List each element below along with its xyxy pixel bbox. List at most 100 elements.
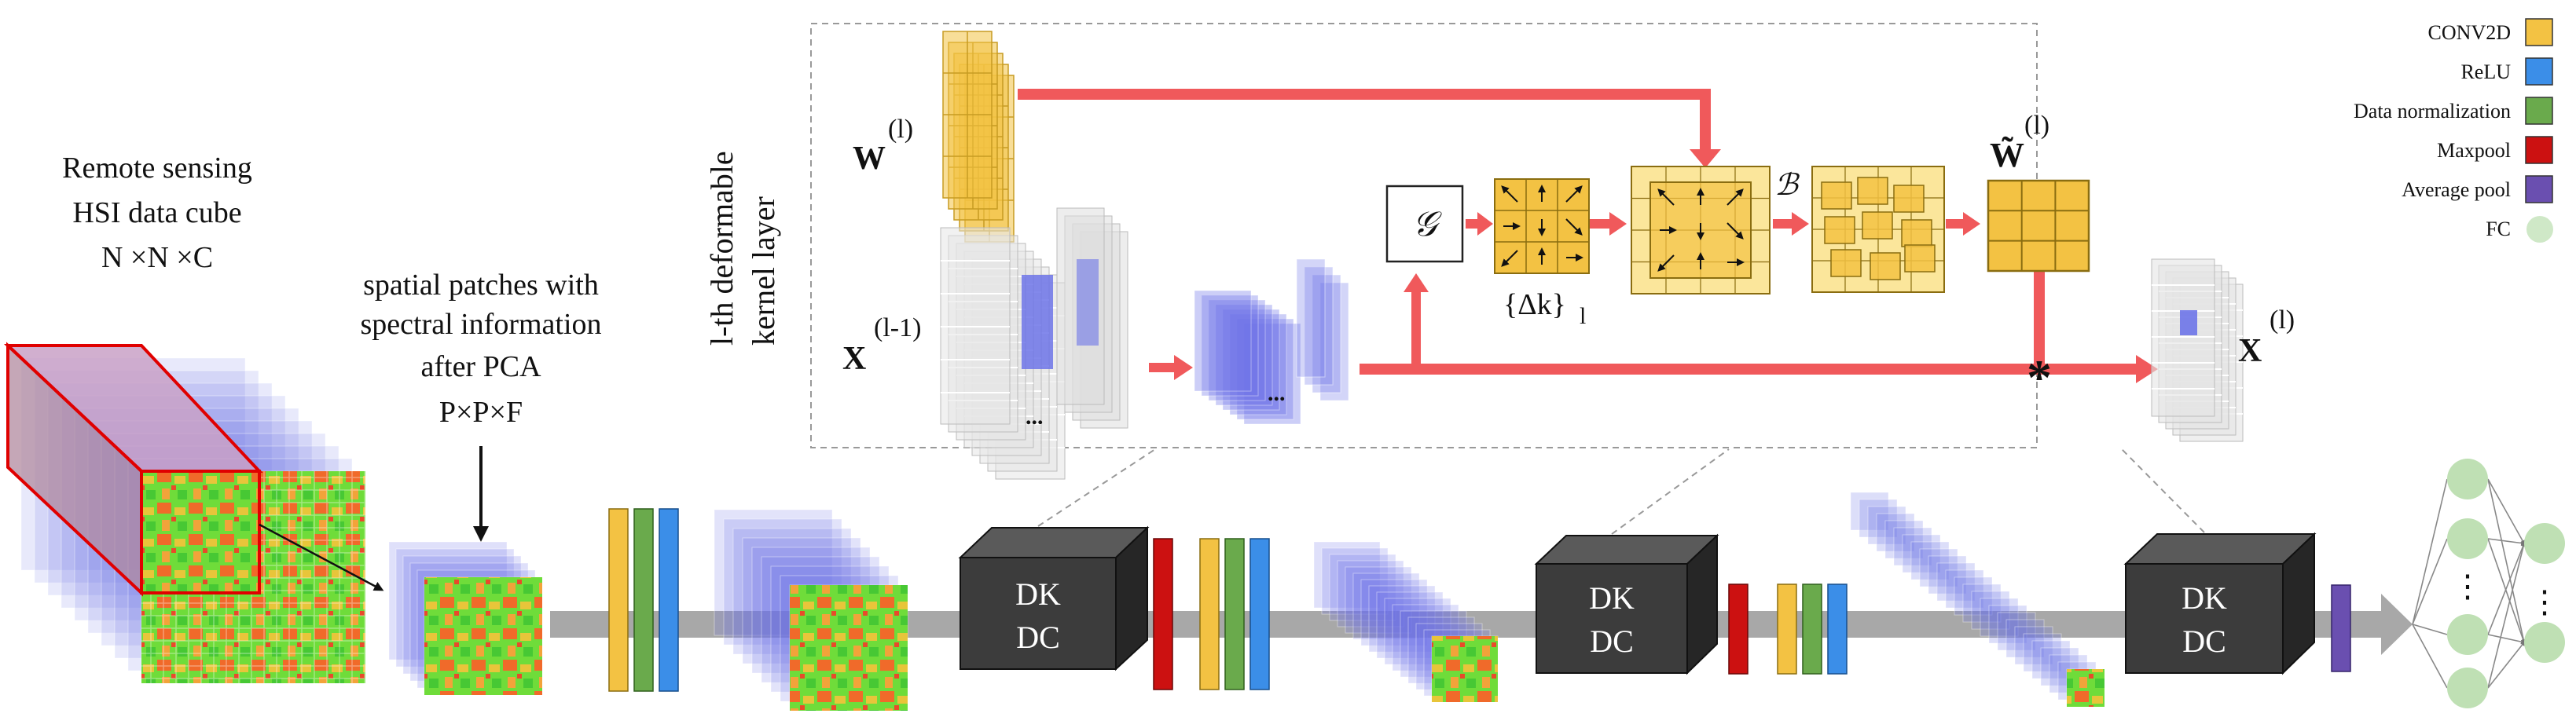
b-symbol: ℬ	[1774, 169, 1800, 202]
receptive-field-back	[1077, 259, 1099, 346]
hsi-title-line2: HSI data cube	[72, 196, 241, 229]
data-normalization-block	[1802, 583, 1822, 675]
legend-swatch	[2525, 136, 2553, 164]
relu-block	[1249, 538, 1270, 690]
fc-edge	[2412, 624, 2448, 635]
cube-layer	[1928, 555, 1967, 594]
mid-layer	[1215, 304, 1273, 406]
legend-label: Maxpool	[2437, 139, 2511, 162]
legend-swatch	[2525, 175, 2553, 203]
cube-layer	[1997, 612, 2036, 651]
patch-caption-line1: spatial patches with	[363, 269, 599, 302]
patch-extract-arrow	[259, 523, 384, 591]
cube-layer	[1360, 579, 1428, 646]
fully-connected-network	[2412, 459, 2565, 708]
deform-vector	[1727, 188, 1744, 206]
maxpool-block	[1153, 538, 1173, 690]
weight-kernel-stack	[942, 31, 1015, 243]
relu-block	[1827, 583, 1848, 675]
offset-vector	[1501, 185, 1518, 203]
fc-edge	[2412, 538, 2448, 625]
cube-layer	[1368, 585, 1436, 653]
dkdc-block-1: DK DC	[958, 525, 1150, 671]
cube-layer	[1980, 598, 2019, 637]
cube-layer	[1313, 541, 1381, 609]
x-in-label: X	[842, 341, 866, 377]
legend-label: ReLU	[2460, 60, 2511, 83]
cube-layer	[1329, 554, 1396, 621]
patch-caption-line4: P×P×F	[439, 396, 523, 429]
x-in-superscript: (l-1)	[874, 313, 921, 342]
cube-layer	[2023, 633, 2062, 672]
layer-group-1	[608, 508, 679, 692]
deform-vector	[1657, 254, 1675, 272]
patch-caption-line2: spectral information	[360, 308, 601, 341]
cube-layer	[1910, 541, 1950, 580]
conv2d-block	[1199, 538, 1220, 690]
cube-layer	[1902, 534, 1941, 573]
dkdc-1-line2: DC	[1016, 620, 1060, 655]
mid-layer	[1222, 309, 1280, 411]
cube-layer	[2014, 626, 2053, 665]
w-tilde-superscript: (l)	[2024, 111, 2049, 140]
w-superscript: (l)	[888, 115, 913, 144]
cube-layer	[1850, 492, 1889, 531]
interp-sample	[1821, 181, 1852, 210]
cube-layer	[1954, 576, 1993, 616]
feature-map-cube-2	[1313, 541, 1499, 703]
conv2d-block	[608, 508, 629, 692]
layer-side-label-line2: kernel layer	[746, 196, 781, 346]
offset-vector	[1501, 250, 1518, 267]
feature-map-cube-1	[714, 509, 908, 712]
delta-k-label: {Δk}	[1503, 288, 1566, 321]
mid-layer-back	[1312, 274, 1341, 393]
dkdc-3-line1: DK	[2182, 580, 2227, 616]
cube-layer	[1876, 513, 1915, 552]
fc-node	[2524, 622, 2565, 663]
dkdc-3-line2: DC	[2182, 624, 2226, 659]
cube-layer	[1867, 506, 1906, 545]
cube-layer	[2040, 647, 2079, 686]
cube-layer	[2005, 619, 2045, 658]
w-label: W	[853, 141, 886, 177]
dkdc-block-2: DK DC	[1534, 533, 1719, 675]
hsi-title-line3: N ×N ×C	[101, 241, 213, 274]
fc-node	[2447, 668, 2488, 708]
deformed-sampling-grid	[1631, 166, 1771, 294]
interp-sample	[1830, 249, 1862, 277]
cube-layer	[1859, 499, 1898, 538]
x-out-label: X	[2238, 333, 2262, 369]
mid-layer	[1236, 318, 1294, 420]
layer-group-3	[1728, 583, 1848, 675]
cube-layer	[1919, 548, 1958, 587]
inset-link-line-2	[1611, 448, 1730, 535]
fc-edge	[2487, 541, 2526, 689]
mid-ellipsis: ...	[1268, 380, 1286, 406]
deformed-weight-kernel	[1987, 179, 2090, 273]
receptive-field	[1022, 275, 1053, 369]
mid-layer	[1201, 294, 1259, 397]
mid-layer	[1208, 299, 1266, 401]
relu-block	[659, 508, 679, 692]
cube-layer	[1971, 591, 2010, 630]
maxpool-block	[1728, 583, 1749, 675]
fc-edge	[2412, 478, 2448, 625]
cube-layer	[1884, 520, 1924, 559]
output-feature-stack	[2151, 258, 2244, 442]
dkdc-2-line1: DK	[1589, 580, 1635, 616]
output-pixel	[2180, 310, 2197, 335]
cube-layer	[1988, 605, 2027, 644]
offset-vector	[1565, 185, 1583, 203]
fc-ellipsis-left: ⋮	[2452, 569, 2483, 604]
spatial-patch-cube	[388, 541, 543, 696]
cube-layer	[1945, 569, 1984, 609]
cube-layer	[1345, 566, 1412, 634]
cube-layer	[1936, 562, 1976, 602]
legend-label: Average pool	[2402, 178, 2511, 201]
w-tilde-label: W̃	[1990, 136, 2024, 174]
interp-sample	[1824, 216, 1855, 244]
fc-ellipsis-right: ⋮	[2529, 584, 2560, 620]
cube-layer	[1337, 560, 1404, 627]
legend-swatch	[2525, 57, 2553, 86]
